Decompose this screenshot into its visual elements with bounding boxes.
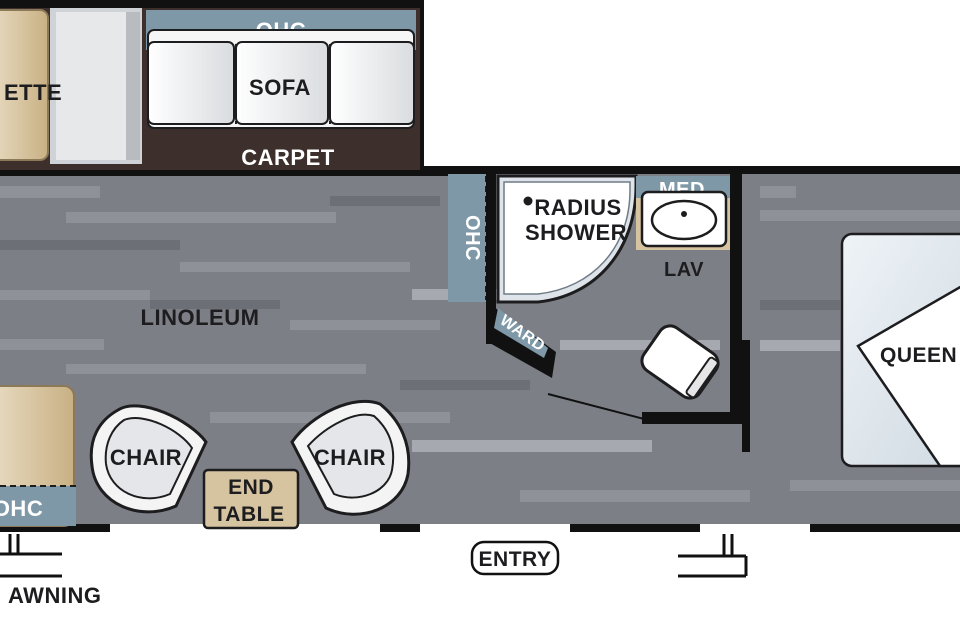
ohc-bottom-label: OHC <box>0 496 43 521</box>
awning-bracket <box>0 534 62 578</box>
ohc-bath: OHC <box>448 174 488 302</box>
sofa-label: SOFA <box>249 75 311 100</box>
lav-label: LAV <box>664 259 704 281</box>
sofa: SOFA <box>147 29 415 129</box>
entry-step <box>678 534 748 578</box>
bath-door <box>547 393 649 421</box>
queen-bed: QUEEN BE <box>840 232 960 468</box>
chair-left-label: CHAIR <box>110 445 182 470</box>
entry-door[interactable]: ENTRY <box>470 540 560 576</box>
carpet-label: CARPET <box>241 145 335 170</box>
ohc-bottom: OHC <box>0 385 76 527</box>
shower-label-1: RADIUS <box>534 195 621 220</box>
end-table: END TABLE <box>202 468 300 530</box>
linoleum-label: LINOLEUM <box>141 305 260 330</box>
shower-drain-icon <box>523 196 533 206</box>
end-table-label-2: TABLE <box>214 503 285 526</box>
end-table-label-1: END <box>228 476 274 499</box>
entry-label[interactable]: ENTRY <box>479 548 552 571</box>
lavatory: MED LAV <box>636 176 730 281</box>
ohc-bath-label: OHC <box>461 215 483 261</box>
chair-right: CHAIR <box>290 399 411 516</box>
bath-walls <box>486 174 750 452</box>
dinette: ETTE <box>0 9 62 161</box>
toilet <box>640 324 720 400</box>
sink-basin <box>650 199 718 241</box>
chair-right-label: CHAIR <box>314 445 386 470</box>
awning-label: AWNING <box>8 583 101 608</box>
queen-bed-label: QUEEN BE <box>880 344 960 367</box>
radius-shower: RADIUS SHOWER <box>496 174 638 304</box>
dinette-label: ETTE <box>4 80 62 105</box>
chair-left: CHAIR <box>89 404 208 514</box>
shower-label-2: SHOWER <box>525 220 627 245</box>
